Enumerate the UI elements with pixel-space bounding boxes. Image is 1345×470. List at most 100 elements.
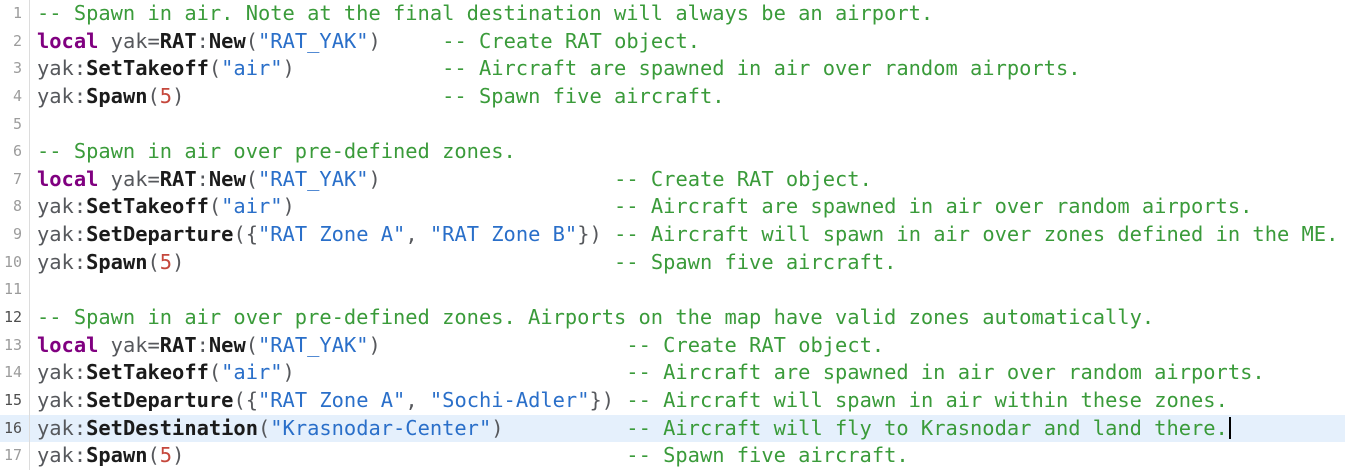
code-token-p: ( <box>147 443 160 468</box>
code-token-k: local <box>37 28 99 53</box>
code-token-c: -- Aircraft will spawn in air over zones… <box>614 222 1339 247</box>
code-line-content: local yak=RAT:New("RAT_YAK") -- Create R… <box>30 28 1345 56</box>
line-number: 15 <box>0 386 30 415</box>
code-token-f: SetTakeoff <box>86 360 209 385</box>
code-token-f: SetTakeoff <box>86 194 209 219</box>
code-token-n: 5 <box>159 443 173 468</box>
code-line[interactable]: 11 <box>0 276 1345 305</box>
code-token-c: -- Aircraft are spawned in air over rand… <box>614 194 1253 219</box>
code-token-c: -- Spawn five aircraft. <box>442 83 725 108</box>
line-number: 16 <box>0 414 30 443</box>
code-token-p: ) <box>282 194 615 219</box>
code-line-content: local yak=RAT:New("RAT_YAK") -- Create R… <box>30 332 1345 360</box>
code-token-c: -- Aircraft are spawned in air over rand… <box>442 56 1081 81</box>
line-number: 13 <box>0 331 30 360</box>
code-token-p: ) <box>172 249 615 274</box>
code-token-p: yak: <box>37 249 87 274</box>
code-token-p: ( <box>208 56 222 81</box>
code-line-content: yak:SetTakeoff("air") -- Aircraft are sp… <box>30 193 1345 221</box>
code-token-s: "RAT_YAK" <box>258 166 369 191</box>
code-token-p: }) <box>577 222 615 247</box>
code-token-p: yak: <box>37 194 87 219</box>
code-token-p: ( <box>257 415 271 440</box>
code-token-f: Spawn <box>86 443 148 468</box>
code-line[interactable]: 1-- Spawn in air. Note at the final dest… <box>0 0 1345 28</box>
code-token-f: New <box>208 166 246 191</box>
code-token-p: : <box>196 28 209 53</box>
code-token-p: yak: <box>37 222 87 247</box>
code-line[interactable]: 5 <box>0 110 1345 139</box>
text-cursor <box>1228 416 1231 439</box>
code-token-p: ( <box>245 332 259 357</box>
code-token-p: ) <box>368 28 443 53</box>
code-token-c: -- Aircraft are spawned in air over rand… <box>626 360 1265 385</box>
code-token-c: -- Spawn in air over pre-defined zones. <box>37 139 516 164</box>
code-line-content: yak:SetTakeoff("air") -- Aircraft are sp… <box>30 55 1345 83</box>
code-token-p: yak: <box>37 387 87 412</box>
code-token-p: ( <box>208 360 222 385</box>
code-line-content <box>30 276 1345 304</box>
code-token-c: -- Spawn in air over pre-defined zones. … <box>37 305 1155 330</box>
code-line-content: yak:SetDestination("Krasnodar-Center") -… <box>30 415 1345 443</box>
code-token-k: local <box>37 332 99 357</box>
code-token-f: RAT <box>159 166 197 191</box>
code-line-content: yak:SetDeparture({"RAT Zone A", "Sochi-A… <box>30 387 1345 415</box>
code-token-p: , <box>405 387 430 412</box>
code-token-p: ( <box>147 249 160 274</box>
code-token-c: -- Aircraft will spawn in air within the… <box>626 387 1228 412</box>
code-token-p: yak: <box>37 443 87 468</box>
code-token-c: -- Aircraft will fly to Krasnodar and la… <box>626 415 1228 440</box>
code-token-n: 5 <box>159 83 173 108</box>
code-token-p: yak: <box>37 415 87 440</box>
code-token-s: "Krasnodar-Center" <box>270 415 492 440</box>
code-line-content: yak:Spawn(5) -- Spawn five aircraft. <box>30 442 1345 470</box>
code-token-s: "RAT_YAK" <box>258 332 369 357</box>
code-token-s: "air" <box>221 56 283 81</box>
code-token-s: "Sochi-Adler" <box>429 387 590 412</box>
code-token-f: Spawn <box>86 83 148 108</box>
code-line-content: -- Spawn in air over pre-defined zones. <box>30 138 1345 166</box>
code-line[interactable]: 12-- Spawn in air over pre-defined zones… <box>0 304 1345 332</box>
code-token-s: "RAT Zone A" <box>258 222 406 247</box>
line-number: 17 <box>0 442 30 470</box>
code-token-f: RAT <box>159 332 197 357</box>
code-token-n: 5 <box>159 249 173 274</box>
code-token-p: ({ <box>233 222 258 247</box>
code-token-c: -- Spawn in air. Note at the final desti… <box>37 1 934 25</box>
code-token-f: SetDeparture <box>86 387 234 412</box>
code-token-s: "air" <box>221 194 283 219</box>
code-line-content: local yak=RAT:New("RAT_YAK") -- Create R… <box>30 166 1345 194</box>
code-token-p: ) <box>172 443 627 468</box>
line-number: 8 <box>0 193 30 222</box>
line-number: 9 <box>0 221 30 249</box>
code-token-c: -- Spawn five aircraft. <box>614 249 897 274</box>
line-number: 7 <box>0 165 30 194</box>
code-token-p: yak= <box>98 28 160 53</box>
code-line-content: -- Spawn in air over pre-defined zones. … <box>30 304 1345 332</box>
code-token-p: ) <box>491 415 627 440</box>
code-token-p: ) <box>172 83 443 108</box>
code-token-p: ( <box>208 194 222 219</box>
code-line[interactable]: 6-- Spawn in air over pre-defined zones. <box>0 138 1345 166</box>
code-token-p: yak= <box>98 166 160 191</box>
code-line-content: yak:SetDeparture({"RAT Zone A", "RAT Zon… <box>30 221 1345 249</box>
code-token-k: local <box>37 166 99 191</box>
code-token-f: Spawn <box>86 249 148 274</box>
code-line-content: yak:Spawn(5) -- Spawn five aircraft. <box>30 249 1345 277</box>
code-token-c: -- Spawn five aircraft. <box>626 443 909 468</box>
code-token-p: : <box>196 166 209 191</box>
line-number: 3 <box>0 55 30 83</box>
